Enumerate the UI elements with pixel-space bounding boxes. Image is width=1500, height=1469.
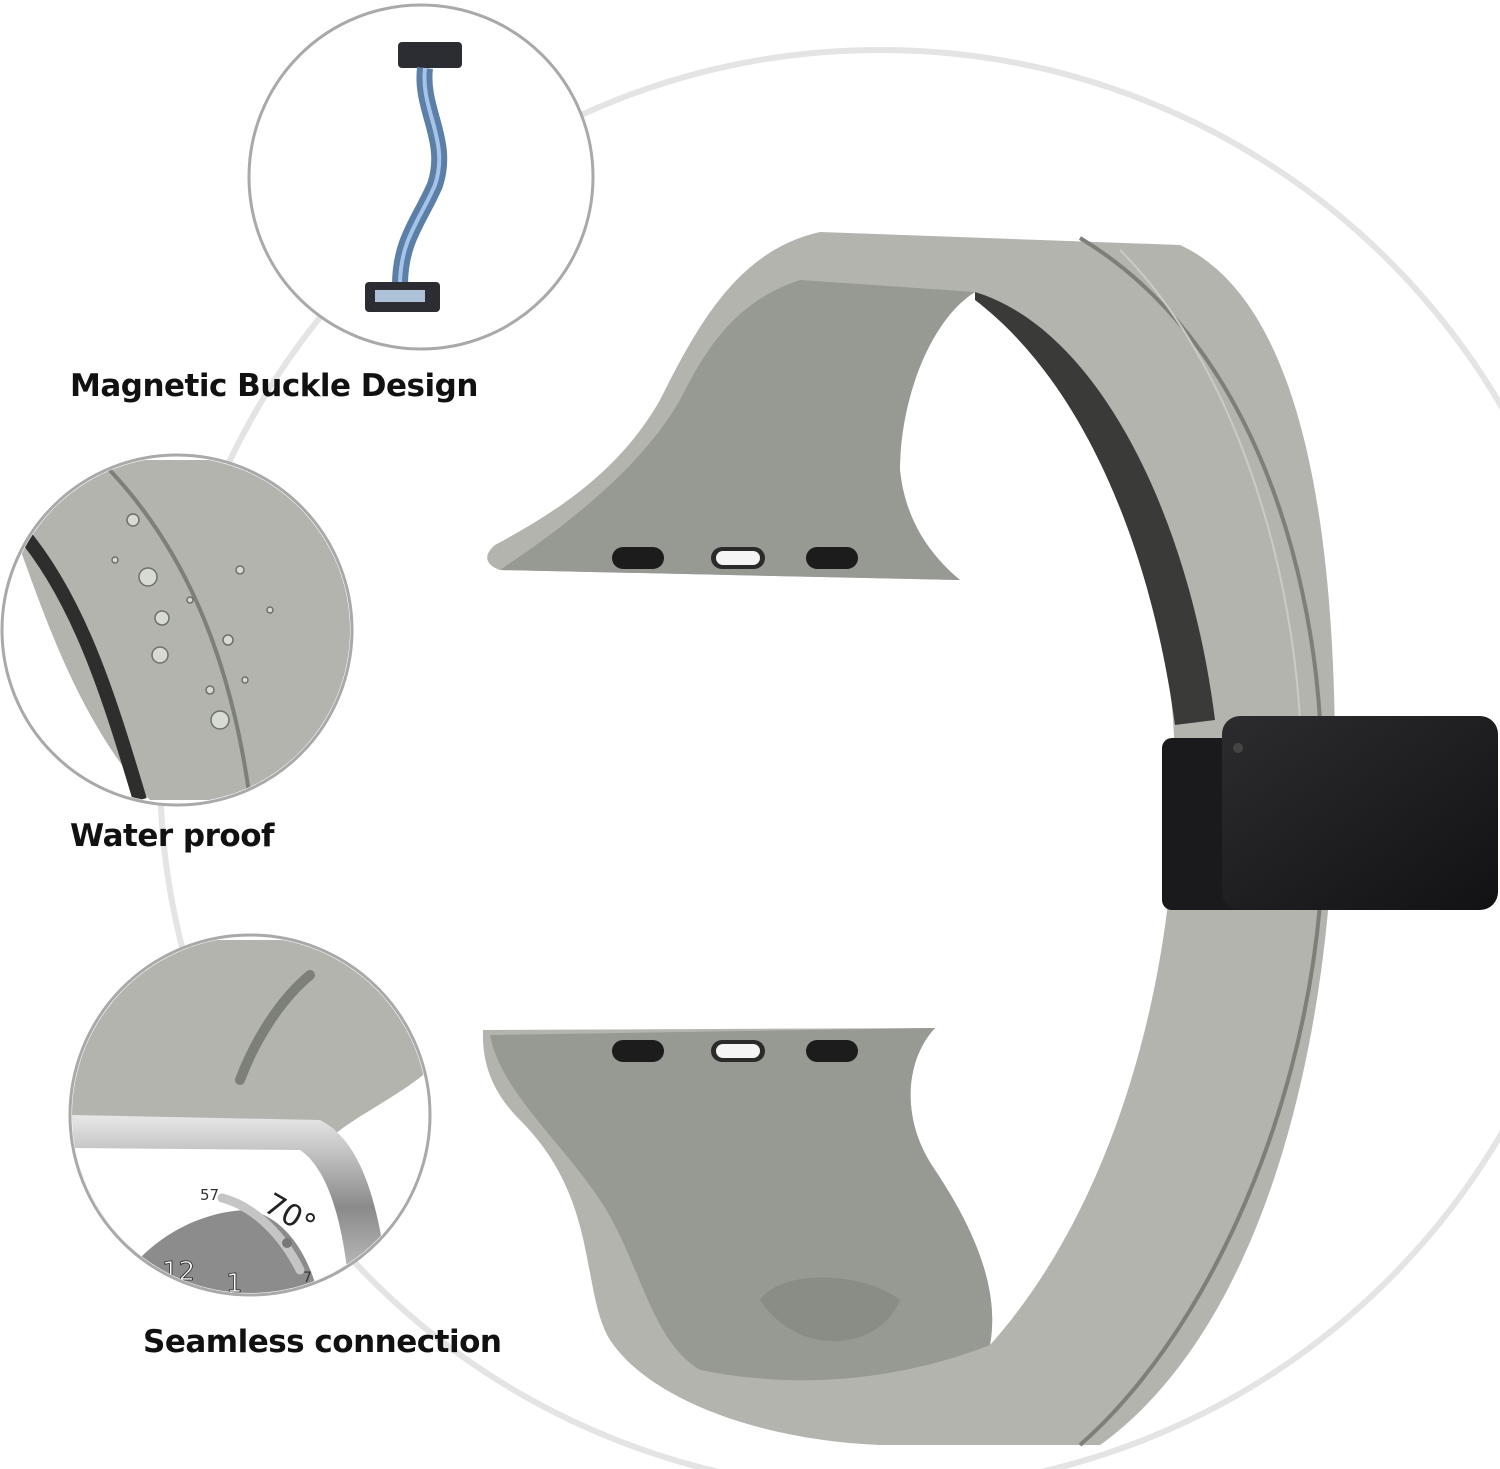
watch-band (482, 232, 1335, 1447)
watch-hour-12: 12 (162, 1257, 195, 1287)
feature-label-water-proof: Water proof (70, 818, 275, 854)
feature-label-magnetic-buckle: Magnetic Buckle Design (70, 368, 478, 404)
magnetic-buckle (1162, 716, 1498, 910)
band-stripe (1078, 236, 1322, 1447)
inset-seamless-connection: 57 70° 7 12 1 (68, 933, 432, 1299)
watch-temp-low: 57 (200, 1186, 219, 1204)
spring-bar-pins (612, 547, 858, 1062)
watch-hour-1: 1 (226, 1269, 243, 1299)
watch-temp-high: 7 (303, 1270, 312, 1286)
inset-water-proof (0, 453, 354, 807)
top-lug-inner (500, 280, 975, 580)
bottom-lug-inner (490, 1028, 993, 1381)
feature-label-seamless-connection: Seamless connection (143, 1324, 502, 1360)
inset-magnetic-buckle (247, 3, 595, 351)
band-slot (975, 292, 1215, 725)
